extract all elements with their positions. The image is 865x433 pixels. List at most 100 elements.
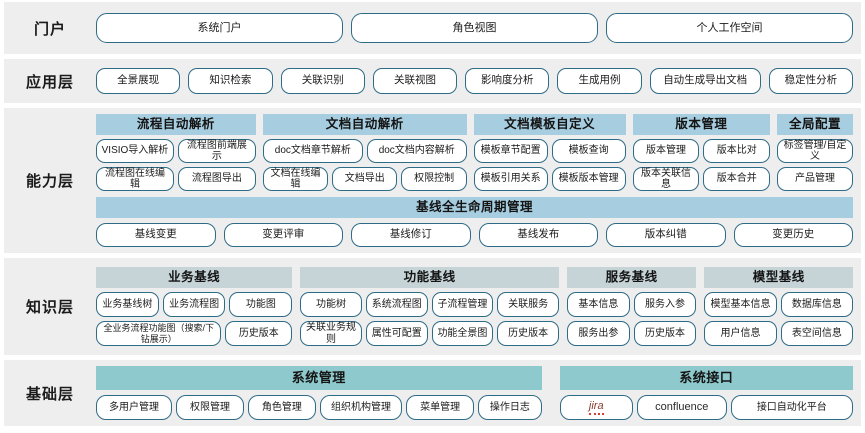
baseline-lifecycle-section: 基线全生命周期管理 基线变更变更评审基线修订基线发布版本纠错变更历史 xyxy=(96,197,853,247)
baseline-lifecycle-item-1[interactable]: 变更评审 xyxy=(223,223,343,247)
knowledge-group-0: 业务基线业务基线树业务流程图功能图全业务流程功能图（搜索/下钻展示）历史版本 xyxy=(96,267,293,346)
layer-label-knowledge: 知识层 xyxy=(4,263,96,350)
knowledge-group-3-row-1: 用户信息表空间信息 xyxy=(704,321,854,346)
capability-group-0-row-0: VISIO导入解析流程图前端展示 xyxy=(96,139,256,163)
capability-item-0-0-0[interactable]: VISIO导入解析 xyxy=(96,139,174,163)
knowledge-item-0-0-1[interactable]: 业务流程图 xyxy=(162,292,226,317)
layer-knowledge: 知识层 业务基线业务基线树业务流程图功能图全业务流程功能图（搜索/下钻展示）历史… xyxy=(4,258,861,355)
baseline-lifecycle-title: 基线全生命周期管理 xyxy=(96,197,853,218)
capability-item-1-1-0[interactable]: 文档在线编辑 xyxy=(262,167,329,191)
knowledge-item-2-0-1[interactable]: 服务入参 xyxy=(633,292,697,317)
knowledge-group-2-row-0: 基本信息服务入参 xyxy=(566,292,697,317)
knowledge-item-2-1-0[interactable]: 服务出参 xyxy=(566,321,630,346)
capability-item-4-0-0[interactable]: 标签管理/自定义 xyxy=(777,139,853,163)
knowledge-item-1-0-2[interactable]: 子流程管理 xyxy=(431,292,494,317)
knowledge-item-1-1-3[interactable]: 历史版本 xyxy=(497,321,559,346)
knowledge-group-title-0: 业务基线 xyxy=(96,267,293,288)
knowledge-item-1-0-0[interactable]: 功能树 xyxy=(300,292,362,317)
capability-group-title-0: 流程自动解析 xyxy=(96,114,256,135)
portal-item-2[interactable]: 个人工作空间 xyxy=(606,13,853,43)
capability-item-0-1-0[interactable]: 流程图在线编辑 xyxy=(96,167,174,191)
capability-group-1-row-1: 文档在线编辑文档导出权限控制 xyxy=(262,167,467,191)
capability-group-2: 文档模板自定义模板章节配置模板查询模板引用关系模板版本管理 xyxy=(473,114,626,191)
capability-item-1-0-0[interactable]: doc文档章节解析 xyxy=(262,139,363,163)
capability-item-3-0-1[interactable]: 版本比对 xyxy=(703,139,771,163)
baseline-lifecycle-item-2[interactable]: 基线修订 xyxy=(351,223,471,247)
capability-item-0-0-1[interactable]: 流程图前端展示 xyxy=(177,139,256,163)
capability-item-1-1-2[interactable]: 权限控制 xyxy=(401,167,467,191)
capability-item-2-1-1[interactable]: 模板版本管理 xyxy=(551,167,626,191)
knowledge-group-2: 服务基线基本信息服务入参服务出参历史版本 xyxy=(566,267,697,346)
knowledge-item-1-1-1[interactable]: 属性可配置 xyxy=(365,321,428,346)
application-item-1[interactable]: 知识检索 xyxy=(188,68,273,94)
capability-group-3-row-0: 版本管理版本比对 xyxy=(632,139,771,163)
capability-item-3-1-1[interactable]: 版本合并 xyxy=(703,167,771,191)
capability-item-2-1-0[interactable]: 模板引用关系 xyxy=(473,167,548,191)
base-item-jira[interactable]: jira xyxy=(559,394,633,420)
capability-item-3-1-0[interactable]: 版本关联信息 xyxy=(632,167,700,191)
base-item-0-0[interactable]: 多用户管理 xyxy=(96,394,173,420)
layer-body-knowledge: 业务基线业务基线树业务流程图功能图全业务流程功能图（搜索/下钻展示）历史版本功能… xyxy=(96,263,854,350)
layer-body-portal: 系统门户角色视图个人工作空间 xyxy=(96,13,853,43)
knowledge-item-0-0-0[interactable]: 业务基线树 xyxy=(96,292,159,317)
knowledge-item-0-0-2[interactable]: 功能图 xyxy=(229,292,293,317)
knowledge-item-2-0-0[interactable]: 基本信息 xyxy=(566,292,630,317)
base-item-confluence[interactable]: confluence xyxy=(636,394,727,420)
portal-item-1[interactable]: 角色视图 xyxy=(351,13,598,43)
knowledge-group-title-2: 服务基线 xyxy=(566,267,697,288)
base-item-0-5[interactable]: 操作日志 xyxy=(478,394,542,420)
application-item-5[interactable]: 生成用例 xyxy=(557,68,642,94)
base-item-0-4[interactable]: 菜单管理 xyxy=(406,394,475,420)
capability-item-1-0-1[interactable]: doc文档内容解析 xyxy=(366,139,467,163)
baseline-lifecycle-item-0[interactable]: 基线变更 xyxy=(96,223,216,247)
capability-group-2-row-0: 模板章节配置模板查询 xyxy=(473,139,626,163)
baseline-lifecycle-item-3[interactable]: 基线发布 xyxy=(478,223,598,247)
capability-item-1-1-1[interactable]: 文档导出 xyxy=(332,167,398,191)
capability-item-2-0-0[interactable]: 模板章节配置 xyxy=(473,139,548,163)
jira-label: jira xyxy=(588,400,604,415)
layer-label-application: 应用层 xyxy=(25,73,74,91)
application-item-3[interactable]: 关联视图 xyxy=(372,68,458,94)
application-item-4[interactable]: 影响度分析 xyxy=(465,68,550,94)
base-item-0-3[interactable]: 组织机构管理 xyxy=(319,394,403,420)
application-item-0[interactable]: 全景展现 xyxy=(96,68,181,94)
application-item-6[interactable]: 自动生成导出文档 xyxy=(649,68,761,94)
knowledge-item-1-0-3[interactable]: 关联服务 xyxy=(497,292,559,317)
knowledge-item-1-1-2[interactable]: 功能全景图 xyxy=(431,321,494,346)
knowledge-item-3-0-1[interactable]: 数据库信息 xyxy=(780,292,854,317)
knowledge-item-0-1-0[interactable]: 全业务流程功能图（搜索/下钻展示） xyxy=(96,321,222,346)
application-item-2[interactable]: 关联识别 xyxy=(280,68,365,94)
knowledge-group-1: 功能基线功能树系统流程图子流程管理关联服务关联业务规则属性可配置功能全景图历史版… xyxy=(300,267,559,346)
application-item-list: 全景展现知识检索关联识别关联视图影响度分析生成用例自动生成导出文档稳定性分析 xyxy=(96,68,853,94)
capability-group-0-row-1: 流程图在线编辑流程图导出 xyxy=(96,167,256,191)
capability-item-3-0-0[interactable]: 版本管理 xyxy=(632,139,700,163)
portal-item-0[interactable]: 系统门户 xyxy=(96,13,343,43)
capability-item-4-1-0[interactable]: 产品管理 xyxy=(777,167,853,191)
knowledge-item-2-1-1[interactable]: 历史版本 xyxy=(633,321,697,346)
capability-item-2-0-1[interactable]: 模板查询 xyxy=(551,139,626,163)
baseline-lifecycle-item-4[interactable]: 版本纠错 xyxy=(606,223,726,247)
knowledge-item-1-1-0[interactable]: 关联业务规则 xyxy=(300,321,362,346)
capability-group-title-2: 文档模板自定义 xyxy=(473,114,626,135)
knowledge-item-3-0-0[interactable]: 模型基本信息 xyxy=(704,292,777,317)
base-item-0-2[interactable]: 角色管理 xyxy=(247,394,316,420)
capability-item-0-1-1[interactable]: 流程图导出 xyxy=(177,167,256,191)
knowledge-group-0-row-1: 全业务流程功能图（搜索/下钻展示）历史版本 xyxy=(96,321,293,346)
layer-label-capability: 能力层 xyxy=(4,113,96,248)
application-item-7[interactable]: 稳定性分析 xyxy=(768,68,853,94)
base-item-0-1[interactable]: 权限管理 xyxy=(176,394,244,420)
knowledge-item-3-1-0[interactable]: 用户信息 xyxy=(704,321,777,346)
base-item-1-2[interactable]: 接口自动化平台 xyxy=(730,394,853,420)
knowledge-group-3: 模型基线模型基本信息数据库信息用户信息表空间信息 xyxy=(704,267,854,346)
knowledge-group-1-row-1: 关联业务规则属性可配置功能全景图历史版本 xyxy=(300,321,559,346)
baseline-lifecycle-item-5[interactable]: 变更历史 xyxy=(733,223,853,247)
knowledge-item-1-0-1[interactable]: 系统流程图 xyxy=(365,292,428,317)
knowledge-item-0-1-1[interactable]: 历史版本 xyxy=(225,321,293,346)
capability-group-3-row-1: 版本关联信息版本合并 xyxy=(632,167,771,191)
knowledge-item-3-1-1[interactable]: 表空间信息 xyxy=(780,321,854,346)
